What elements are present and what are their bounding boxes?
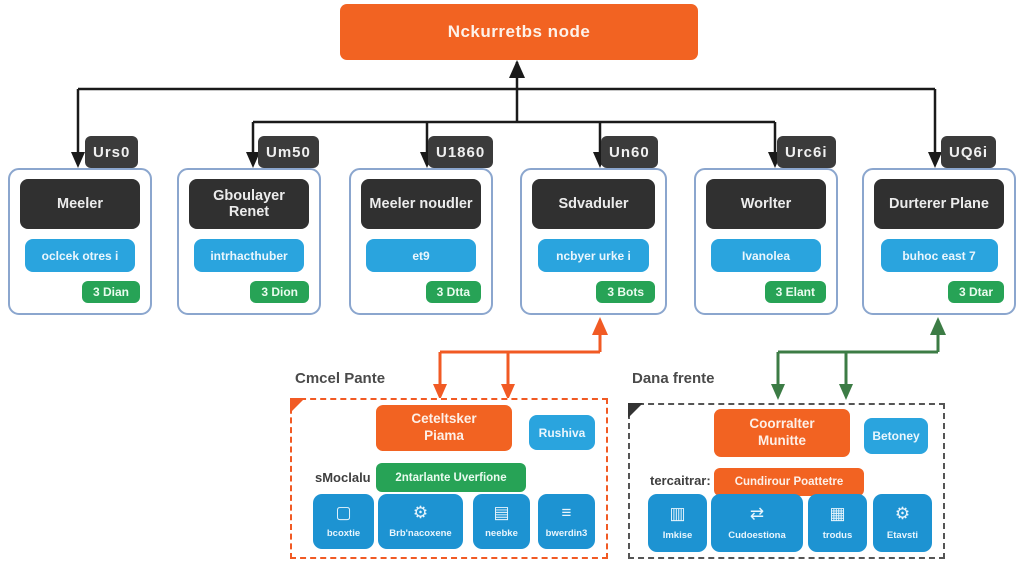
tile-label: trodus — [822, 530, 853, 541]
node-card: Durterer Plane buhoc east 7 3 Dtar — [862, 168, 1016, 315]
list-icon: ≡ — [561, 503, 572, 522]
data-plane-main-line1: Coorralter — [749, 416, 815, 432]
tile-label: Etavsti — [886, 530, 919, 541]
node-card-header: Sdvaduler — [532, 179, 655, 229]
control-plane-tile: ⚙ Brb'nacoxene — [378, 494, 463, 549]
control-plane-main-node: Ceteltsker Piama — [376, 405, 512, 451]
tile-label: neebke — [485, 528, 518, 539]
node-badge: U1860 — [428, 136, 494, 168]
control-plane-tile: ▤ neebke — [473, 494, 530, 549]
cpu-icon: ▢ — [335, 503, 352, 522]
node-card-pod: et9 — [366, 239, 476, 272]
node-card-header: Gboulayer Renet — [189, 179, 309, 229]
orange-arrowheads — [433, 317, 608, 400]
data-plane-label: Dana frente — [632, 370, 715, 387]
data-plane-orange-bar: Cundirour Poattetre — [714, 468, 864, 496]
tile-label: Brb'nacoxene — [389, 528, 452, 539]
tile-label: Cudoestiona — [728, 530, 786, 541]
data-plane-main-line2: Munitte — [758, 433, 806, 448]
node-card-status-badge: 3 Dtar — [947, 281, 1004, 303]
node-badge: Um50 — [258, 136, 319, 168]
node-card-status-badge: 3 Dian — [81, 281, 140, 303]
root-node-label: Nckurretbs node — [447, 22, 591, 41]
node-badge: Urc6i — [777, 136, 836, 168]
tile-label: bwerdin3 — [545, 528, 588, 539]
node-card-pod: intrhacthuber — [194, 239, 304, 272]
server-icon: ▦ — [829, 504, 846, 523]
data-plane-side-node: Betoney — [864, 418, 928, 454]
control-plane-main-line1: Ceteltsker — [411, 411, 477, 427]
corner-marker-icon — [628, 403, 643, 418]
data-plane-tile: ▥ Imkise — [648, 494, 707, 552]
node-card-header: Durterer Plane — [874, 179, 1004, 229]
control-plane-main-line2: Piama — [424, 428, 464, 443]
node-card-header: Meeler — [20, 179, 140, 229]
node-card-pod: Ivanolea — [711, 239, 821, 272]
tile-label: bcoxtie — [326, 528, 361, 539]
control-plane-tile: ≡ bwerdin3 — [538, 494, 595, 549]
node-badge: UQ6i — [941, 136, 997, 168]
green-arrowheads — [771, 317, 946, 400]
orange-connector — [438, 334, 602, 386]
node-card-status-badge: 3 Bots — [596, 281, 655, 303]
data-plane-tile: ⇄ Cudoestiona — [711, 494, 803, 552]
node-card: Meeler oclcek otres i 3 Dian — [8, 168, 152, 315]
tile-label: Imkise — [662, 530, 693, 541]
control-plane-green-bar: 2ntarlante Uverfione — [376, 463, 526, 492]
gear-icon: ⚙ — [412, 503, 429, 522]
node-card-pod: ncbyer urke i — [537, 239, 650, 272]
node-badge: Un60 — [601, 136, 658, 168]
black-bus-lines — [76, 62, 937, 154]
node-card-status-badge: 3 Elant — [764, 281, 826, 303]
node-card-status-badge: 3 Dtta — [425, 281, 481, 303]
node-card-header: Worlter — [706, 179, 826, 229]
panel-icon: ▥ — [669, 504, 686, 523]
table-icon: ▤ — [493, 503, 510, 522]
node-card-pod: oclcek otres i — [25, 239, 135, 272]
corner-marker-icon — [290, 398, 305, 413]
node-card-header: Meeler noudler — [361, 179, 481, 229]
data-plane-main-node: Coorralter Munitte — [714, 409, 850, 457]
green-connector — [776, 334, 940, 386]
root-node: Nckurretbs node — [340, 4, 698, 60]
data-plane-row-label: tercaitrar: — [650, 473, 711, 488]
control-plane-label: Cmcel Pante — [295, 370, 386, 387]
control-plane-tile: ▢ bcoxtie — [313, 494, 374, 549]
node-card: Gboulayer Renet intrhacthuber 3 Dion — [177, 168, 321, 315]
control-plane-row-label: sMoclalu — [315, 470, 371, 485]
node-card-status-badge: 3 Dion — [250, 281, 309, 303]
control-plane-side-node: Rushiva — [529, 415, 595, 450]
data-plane-tile: ⚙ Etavsti — [873, 494, 932, 552]
control-plane-box: Ceteltsker Piama Rushiva sMoclalu 2ntarl… — [290, 398, 608, 559]
node-badge: Urs0 — [85, 136, 139, 168]
node-card-pod: buhoc east 7 — [880, 239, 998, 272]
node-card: Meeler noudler et9 3 Dtta — [349, 168, 493, 315]
data-plane-box: Coorralter Munitte Betoney tercaitrar: C… — [628, 403, 945, 559]
node-card: Worlter Ivanolea 3 Elant — [694, 168, 838, 315]
node-card: Sdvaduler ncbyer urke i 3 Bots — [520, 168, 667, 315]
exchange-icon: ⇄ — [749, 504, 765, 523]
data-plane-tile: ▦ trodus — [808, 494, 867, 552]
gear-icon: ⚙ — [894, 504, 911, 523]
